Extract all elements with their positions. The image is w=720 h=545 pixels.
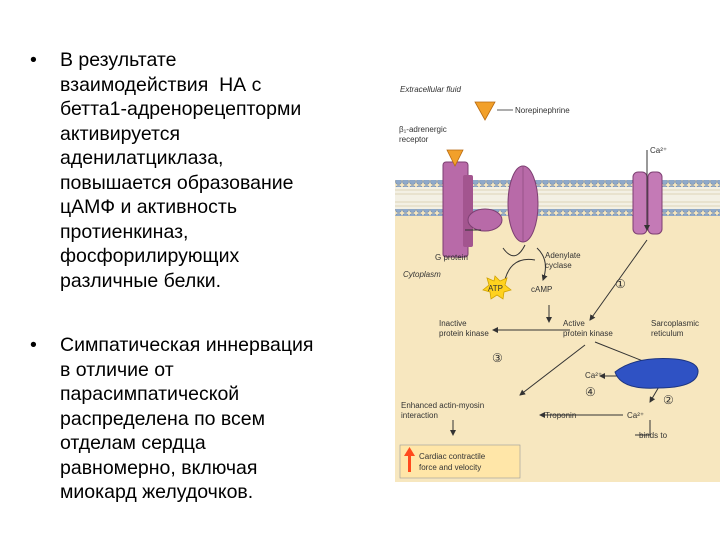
increase-arrow-icon [404,447,415,472]
label-adenylate-2: cyclase [545,261,572,270]
label-outcome-2: force and velocity [419,463,481,472]
bullet-1: • В результате взаимодействия НА с бетта… [30,48,380,293]
outcome-box [399,444,521,479]
label-ca-low: Ca²⁺ [627,411,644,420]
bullet-line: повышается образование [60,171,294,194]
bullet-list: • В результате взаимодействия НА с бетта… [30,48,380,545]
label-beta1-line2: receptor [399,135,429,144]
label-atp: ATP [488,284,503,293]
label-inactive-2: protein kinase [439,329,489,338]
bullet-2: • Симпатическая иннервация в отличие от … [30,333,380,505]
bullet-line: В результате [60,49,177,71]
bullet-line: взаимодействия НА с [60,73,262,96]
label-norepinephrine: Norepinephrine [515,106,570,115]
label-active-1: Active [563,319,585,328]
signaling-diagram: Extracellular fluid Norepinephrine β₁-ad… [395,80,720,482]
label-inactive-1: Inactive [439,319,467,328]
step-2-badge: ② [663,393,674,407]
label-enhanced-2: interaction [401,411,438,420]
label-g-protein: G protein [435,253,468,262]
bullet-line: цАМФ и активность [60,196,237,218]
label-binds-to: binds to [639,431,668,440]
beta1-receptor [442,149,473,258]
g-protein [467,208,503,232]
bullet-line: активируется [60,122,181,145]
label-sr-1: Sarcoplasmic [651,319,699,328]
bullet-line: отделам сердца [60,432,206,454]
label-cytoplasm: Cytoplasm [403,270,441,279]
label-troponin: Troponin [545,411,576,420]
label-ca-mid: Ca²⁺ [585,371,602,380]
bullet-line: миокард желудочков. [60,481,254,503]
bullet-marker: • [30,49,37,71]
bullet-line: различные белки. [60,269,222,292]
label-adenylate-1: Adenylate [545,251,581,260]
bullet-line: в отличие от [60,358,174,381]
diagram-svg: Extracellular fluid Norepinephrine β₁-ad… [395,80,720,479]
label-outcome-1: Cardiac contractile [419,452,486,461]
label-active-2: protein kinase [563,329,613,338]
bullet-line: равномерно, включая [60,456,258,479]
atp-star-icon [482,275,512,300]
bullet-line: распределена по всем [60,407,266,430]
bullet-line: бетта1-адренорецепторми [60,98,302,120]
bullet-line: парасимпатической [60,383,240,405]
bullet-line: протиенкиназ, [60,220,189,243]
label-enhanced-1: Enhanced actin-myosin [401,401,484,410]
calcium-channel [632,171,663,235]
bullet-line: аденилатциклаза, [60,147,224,169]
bullet-marker: • [30,334,37,356]
step-3-badge: ③ [492,351,503,365]
label-ca-top: Ca²⁺ [650,146,667,155]
label-extracellular: Extracellular fluid [400,85,461,94]
bullet-line: Симпатическая иннервация [60,334,314,356]
label-sr-2: reticulum [651,329,684,338]
step-1-badge: ① [615,277,626,291]
norepinephrine-bound-icon [446,149,464,167]
label-beta1-line1: β₁-adrenergic [399,125,447,134]
norepinephrine-icon [474,101,496,121]
step-4-badge: ④ [585,385,596,399]
sarcoplasmic-reticulum [614,358,699,389]
bullet-line: фосфорилирующих [60,245,240,267]
label-camp: cAMP [531,285,552,294]
